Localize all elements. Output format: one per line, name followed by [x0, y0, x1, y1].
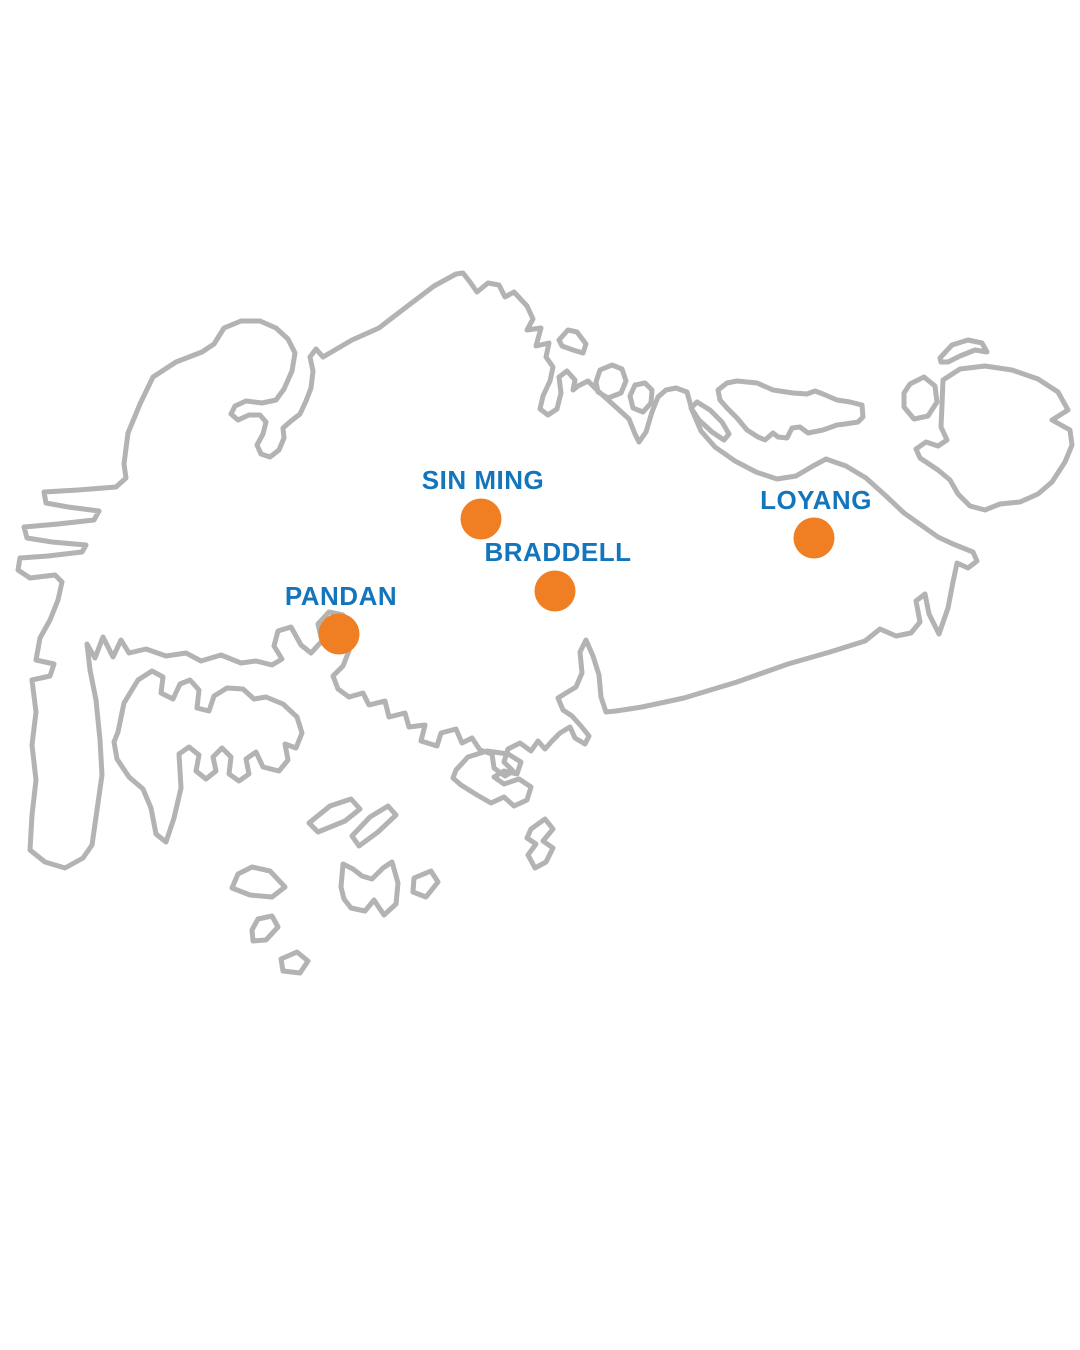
- punggol-islet-west-outline: [593, 362, 629, 401]
- map-marker-loyang: LOYANG: [760, 485, 872, 559]
- marker-dot-loyang[interactable]: [793, 517, 835, 559]
- map-marker-braddell: BRADDELL: [485, 537, 632, 612]
- marker-dot-pandan[interactable]: [318, 613, 360, 655]
- stjohns-islet-outline: [338, 859, 401, 918]
- coastline-outlines: [15, 270, 1075, 976]
- marker-label-braddell: BRADDELL: [485, 537, 632, 567]
- sentosa-island-outline: [450, 748, 534, 809]
- tekong-north-islet-outline: [937, 337, 990, 365]
- punggol-islet-east-outline: [627, 380, 655, 415]
- map-marker-pandan: PANDAN: [285, 581, 397, 655]
- marker-label-loyang: LOYANG: [760, 485, 872, 515]
- main-island-outline: [15, 270, 980, 871]
- south-islet-twin-east-outline: [349, 803, 399, 849]
- south-islet-twin-west-outline: [306, 796, 363, 835]
- map-marker-sin-ming: SIN MING: [422, 465, 544, 540]
- south-islet-sliver-outline: [410, 868, 441, 900]
- coney-island-outline: [688, 399, 732, 443]
- marker-label-sin-ming: SIN MING: [422, 465, 544, 495]
- bukum-islet-outline: [229, 864, 288, 900]
- south-islet-small-outline: [249, 913, 281, 944]
- lazarus-islet-outline: [524, 816, 556, 871]
- marker-dot-sin-ming[interactable]: [460, 498, 502, 540]
- ubin-island-outline: [715, 378, 866, 443]
- tekong-island-outline: [913, 363, 1075, 513]
- location-markers: SIN MING BRADDELL PANDAN LOYANG: [285, 465, 872, 655]
- jurong-island-outline: [111, 668, 305, 845]
- tekong-west-islet-outline: [901, 374, 940, 422]
- south-islet-tiny-outline: [278, 949, 311, 976]
- marker-dot-braddell[interactable]: [534, 570, 576, 612]
- seletar-islet-outline: [556, 327, 589, 356]
- marker-label-pandan: PANDAN: [285, 581, 397, 611]
